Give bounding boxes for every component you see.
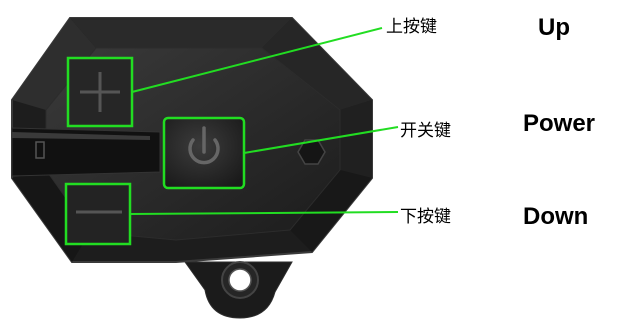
power-button[interactable]: [162, 116, 246, 190]
mounting-tab: [184, 261, 293, 319]
mounting-hole: [228, 268, 252, 292]
power-leader-line: [243, 126, 399, 154]
down-label-en: Down: [523, 203, 589, 230]
power-icon: [188, 126, 220, 165]
up-leader-line: [131, 27, 383, 93]
power-label-en: Power: [523, 110, 596, 137]
down-leader-line: [129, 211, 399, 215]
up-button[interactable]: [66, 56, 134, 128]
down-highlight-box: [64, 182, 132, 246]
plus-icon: [80, 72, 120, 112]
down-label-cn: 下按键: [400, 207, 451, 227]
down-button[interactable]: [64, 182, 132, 246]
indicator-slot: [35, 141, 45, 159]
up-label-cn: 上按键: [386, 17, 437, 37]
power-label-cn: 开关键: [400, 121, 451, 141]
up-label-en: Up: [538, 14, 570, 41]
